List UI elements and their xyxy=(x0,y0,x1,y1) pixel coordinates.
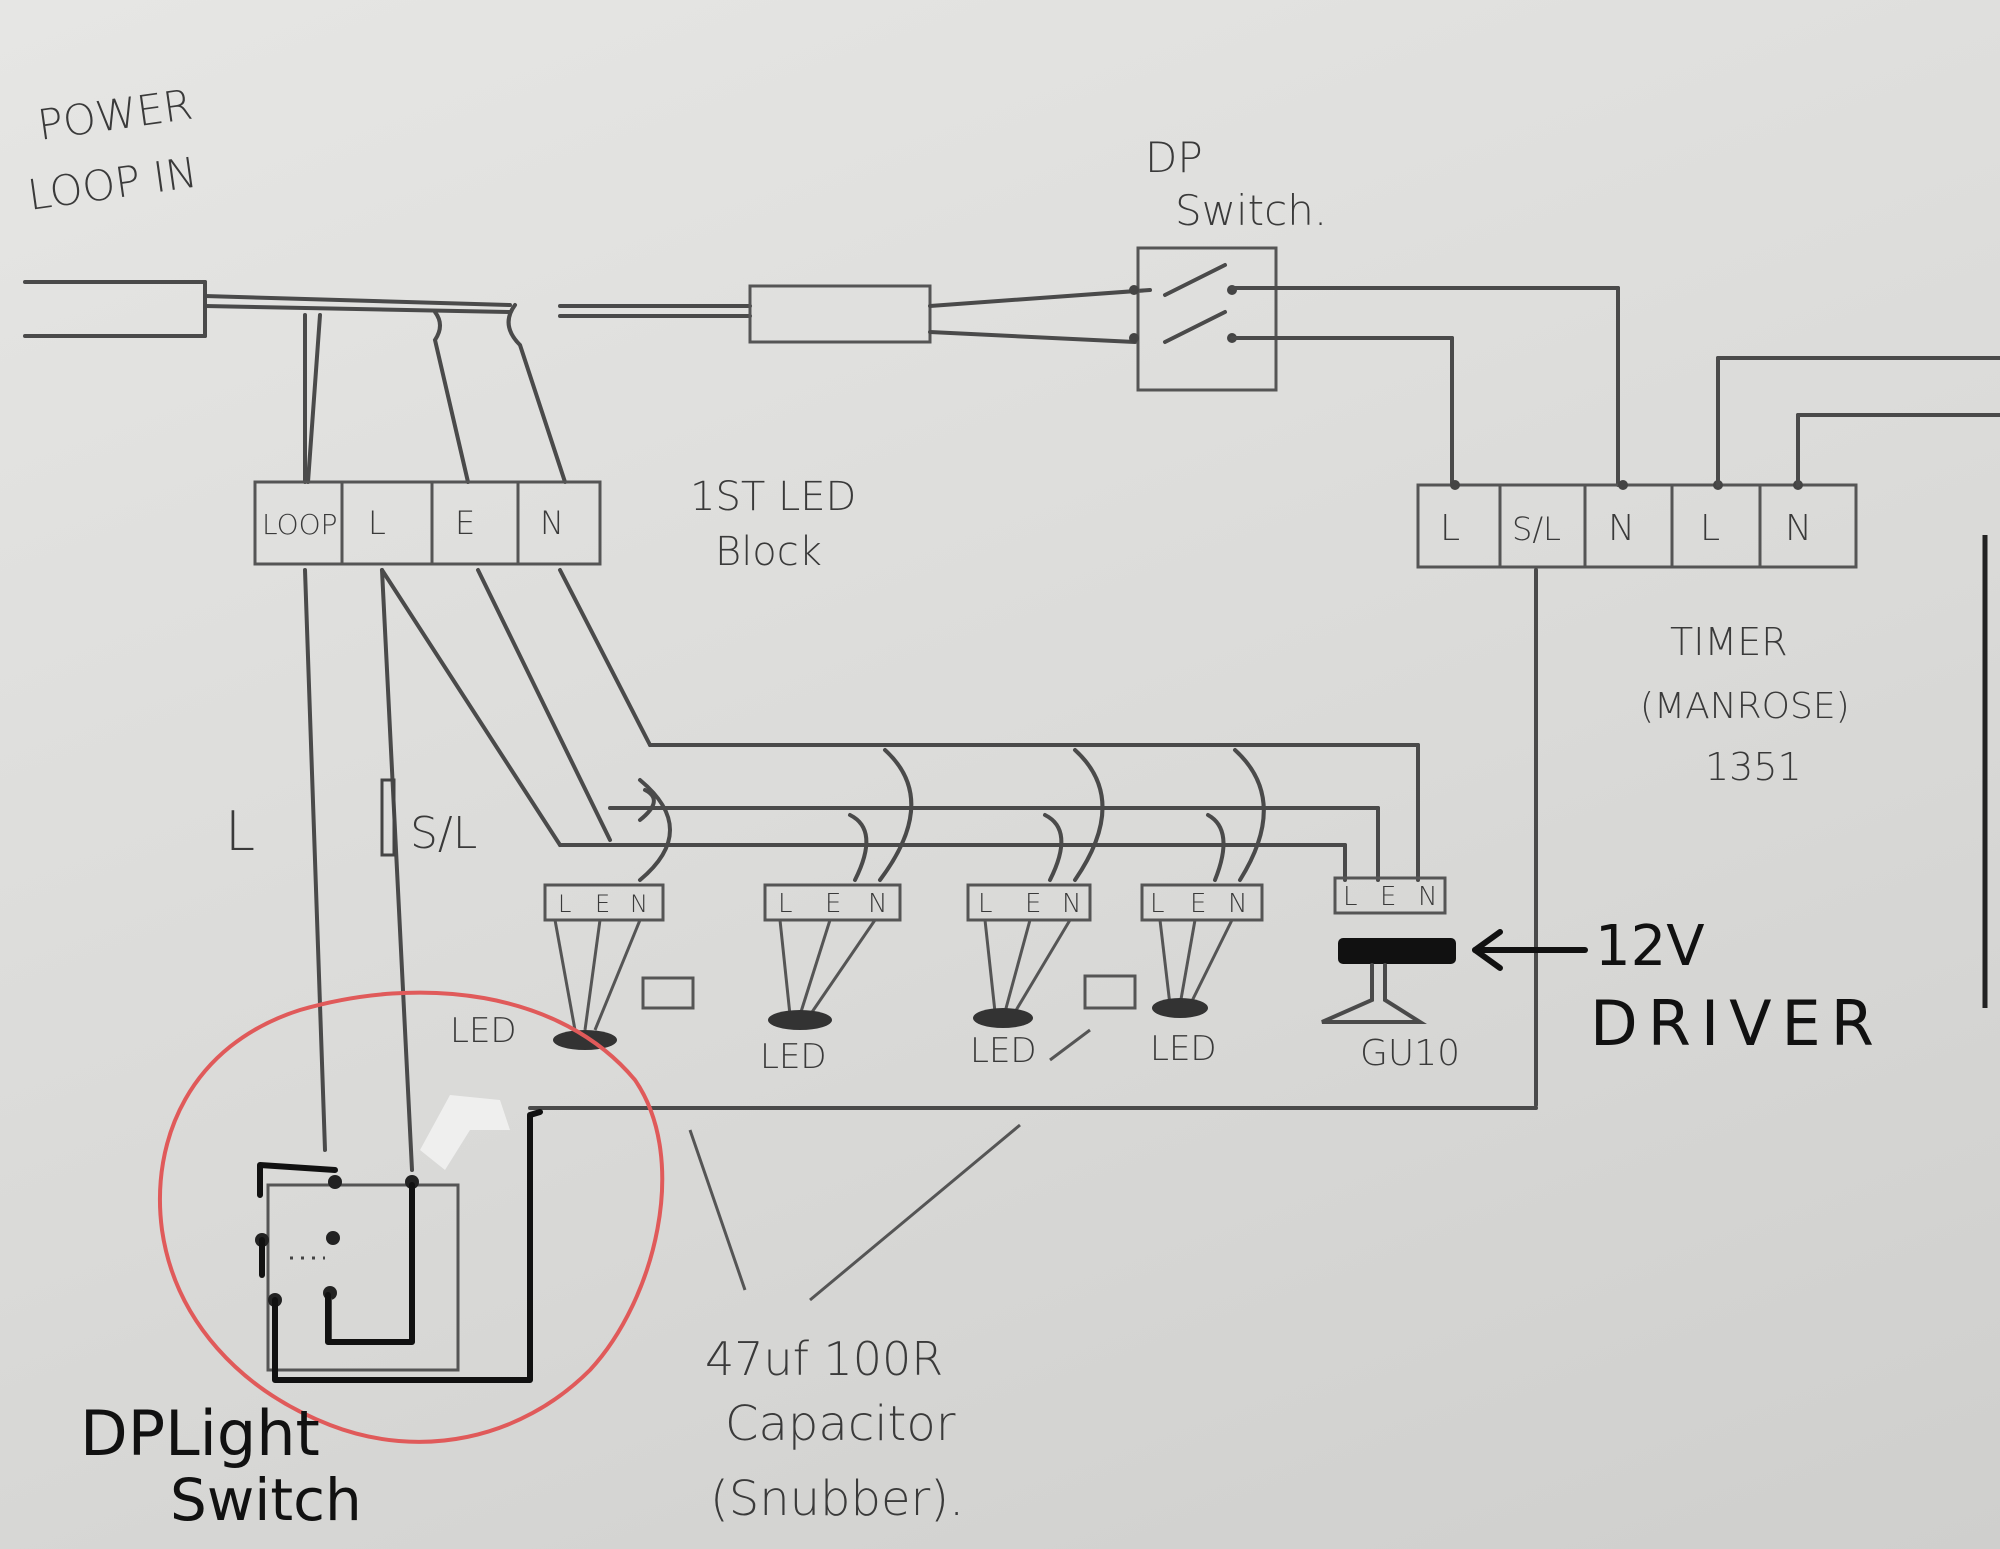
led-fixtures xyxy=(553,919,1234,1050)
led-label-2: LED xyxy=(760,1037,827,1077)
driver-arrow xyxy=(1472,929,1588,971)
power-loop-label-line2: LOOP IN xyxy=(25,148,201,220)
led-label-3: LED xyxy=(970,1031,1037,1071)
timer-n-label: N xyxy=(1608,508,1635,549)
led-block-title-line2: Block xyxy=(715,529,822,575)
lamp2-n: N xyxy=(868,889,887,919)
dp-light-switch xyxy=(255,1095,543,1383)
capacitor-label-line2: Capacitor xyxy=(725,1396,956,1452)
dp-light-switch-label-line2: Switch xyxy=(170,1466,362,1534)
lamp1-e: E xyxy=(595,890,610,918)
lamp5-l: L xyxy=(1343,882,1358,912)
lamp5-e: E xyxy=(1380,882,1396,912)
capacitor-box-2 xyxy=(1083,974,1137,1010)
driver-label-line2: DRIVER xyxy=(1590,987,1884,1060)
highlight-circle xyxy=(157,990,665,1444)
capacitor-label-line3: (Snubber). xyxy=(710,1471,964,1527)
led-label-4: LED xyxy=(1150,1029,1217,1069)
power-loop-cable xyxy=(23,280,752,338)
led-block-n-label: N xyxy=(540,504,564,542)
led-block-title-line1: 1ST LED xyxy=(690,474,856,520)
lamp1-l: L xyxy=(558,890,571,918)
block-downfeed xyxy=(303,568,652,1172)
lamp1-n: N xyxy=(630,890,648,918)
marker-smudge xyxy=(420,1095,510,1170)
feed-drops xyxy=(303,303,567,484)
capacitor-label-line1: 47uf 100R xyxy=(705,1332,943,1386)
dp-switch-label-line2: Switch. xyxy=(1175,186,1327,235)
led-label-1: LED xyxy=(450,1011,517,1051)
lamp3-l: L xyxy=(978,889,993,919)
lamp5-n: N xyxy=(1418,882,1437,912)
dp-light-switch-label-line1: DPLight xyxy=(80,1397,320,1470)
lamp3-n: N xyxy=(1062,889,1081,919)
power-loop-label-line1: POWER xyxy=(35,80,196,150)
capacitor-box-1 xyxy=(641,976,695,1010)
driver-block xyxy=(1338,938,1456,964)
lamp3-e: E xyxy=(1025,889,1041,919)
capacitor-pointers xyxy=(688,1028,1091,1302)
timer-l2-label: L xyxy=(1700,508,1720,549)
driver-label-line1: 12V xyxy=(1595,914,1705,979)
dp-switch xyxy=(1129,246,1620,487)
lamp4-n: N xyxy=(1228,889,1247,919)
led-block-loop-label: LOOP xyxy=(262,508,338,541)
timer-outgoing-wires xyxy=(1716,356,2000,487)
switched-live-return xyxy=(528,568,1538,1110)
timer-label-line1: TIMER xyxy=(1670,620,1788,664)
timer-block: L S/L N L N xyxy=(1416,480,1858,569)
feed-l-label: L xyxy=(225,800,255,863)
lamp4-l: L xyxy=(1150,889,1165,919)
feed-sl-label: S/L xyxy=(410,808,477,859)
power-to-dp-switch-cable xyxy=(748,284,1152,344)
timer-n2-label: N xyxy=(1785,508,1812,549)
driver-and-gu10 xyxy=(1321,938,1456,1024)
dp-switch-label-line1: DP xyxy=(1145,133,1203,182)
led-block-1: LOOP L E N xyxy=(253,480,602,566)
lamp4-e: E xyxy=(1190,889,1206,919)
timer-l-label: L xyxy=(1440,508,1460,549)
lamp-terminal-blocks: L E N L E N L E N L E N L E N xyxy=(543,748,1447,922)
led-block-e-label: E xyxy=(455,504,475,542)
gu10-label: GU10 xyxy=(1360,1033,1460,1074)
lamp2-e: E xyxy=(825,889,841,919)
timer-label-line2: (MANROSE) xyxy=(1640,686,1850,727)
timer-sl-label: S/L xyxy=(1512,510,1561,548)
lamp2-l: L xyxy=(778,889,793,919)
lamp-bus xyxy=(558,743,1420,882)
timer-label-line3: 1351 xyxy=(1705,745,1802,789)
led-block-l-label: L xyxy=(368,504,386,542)
